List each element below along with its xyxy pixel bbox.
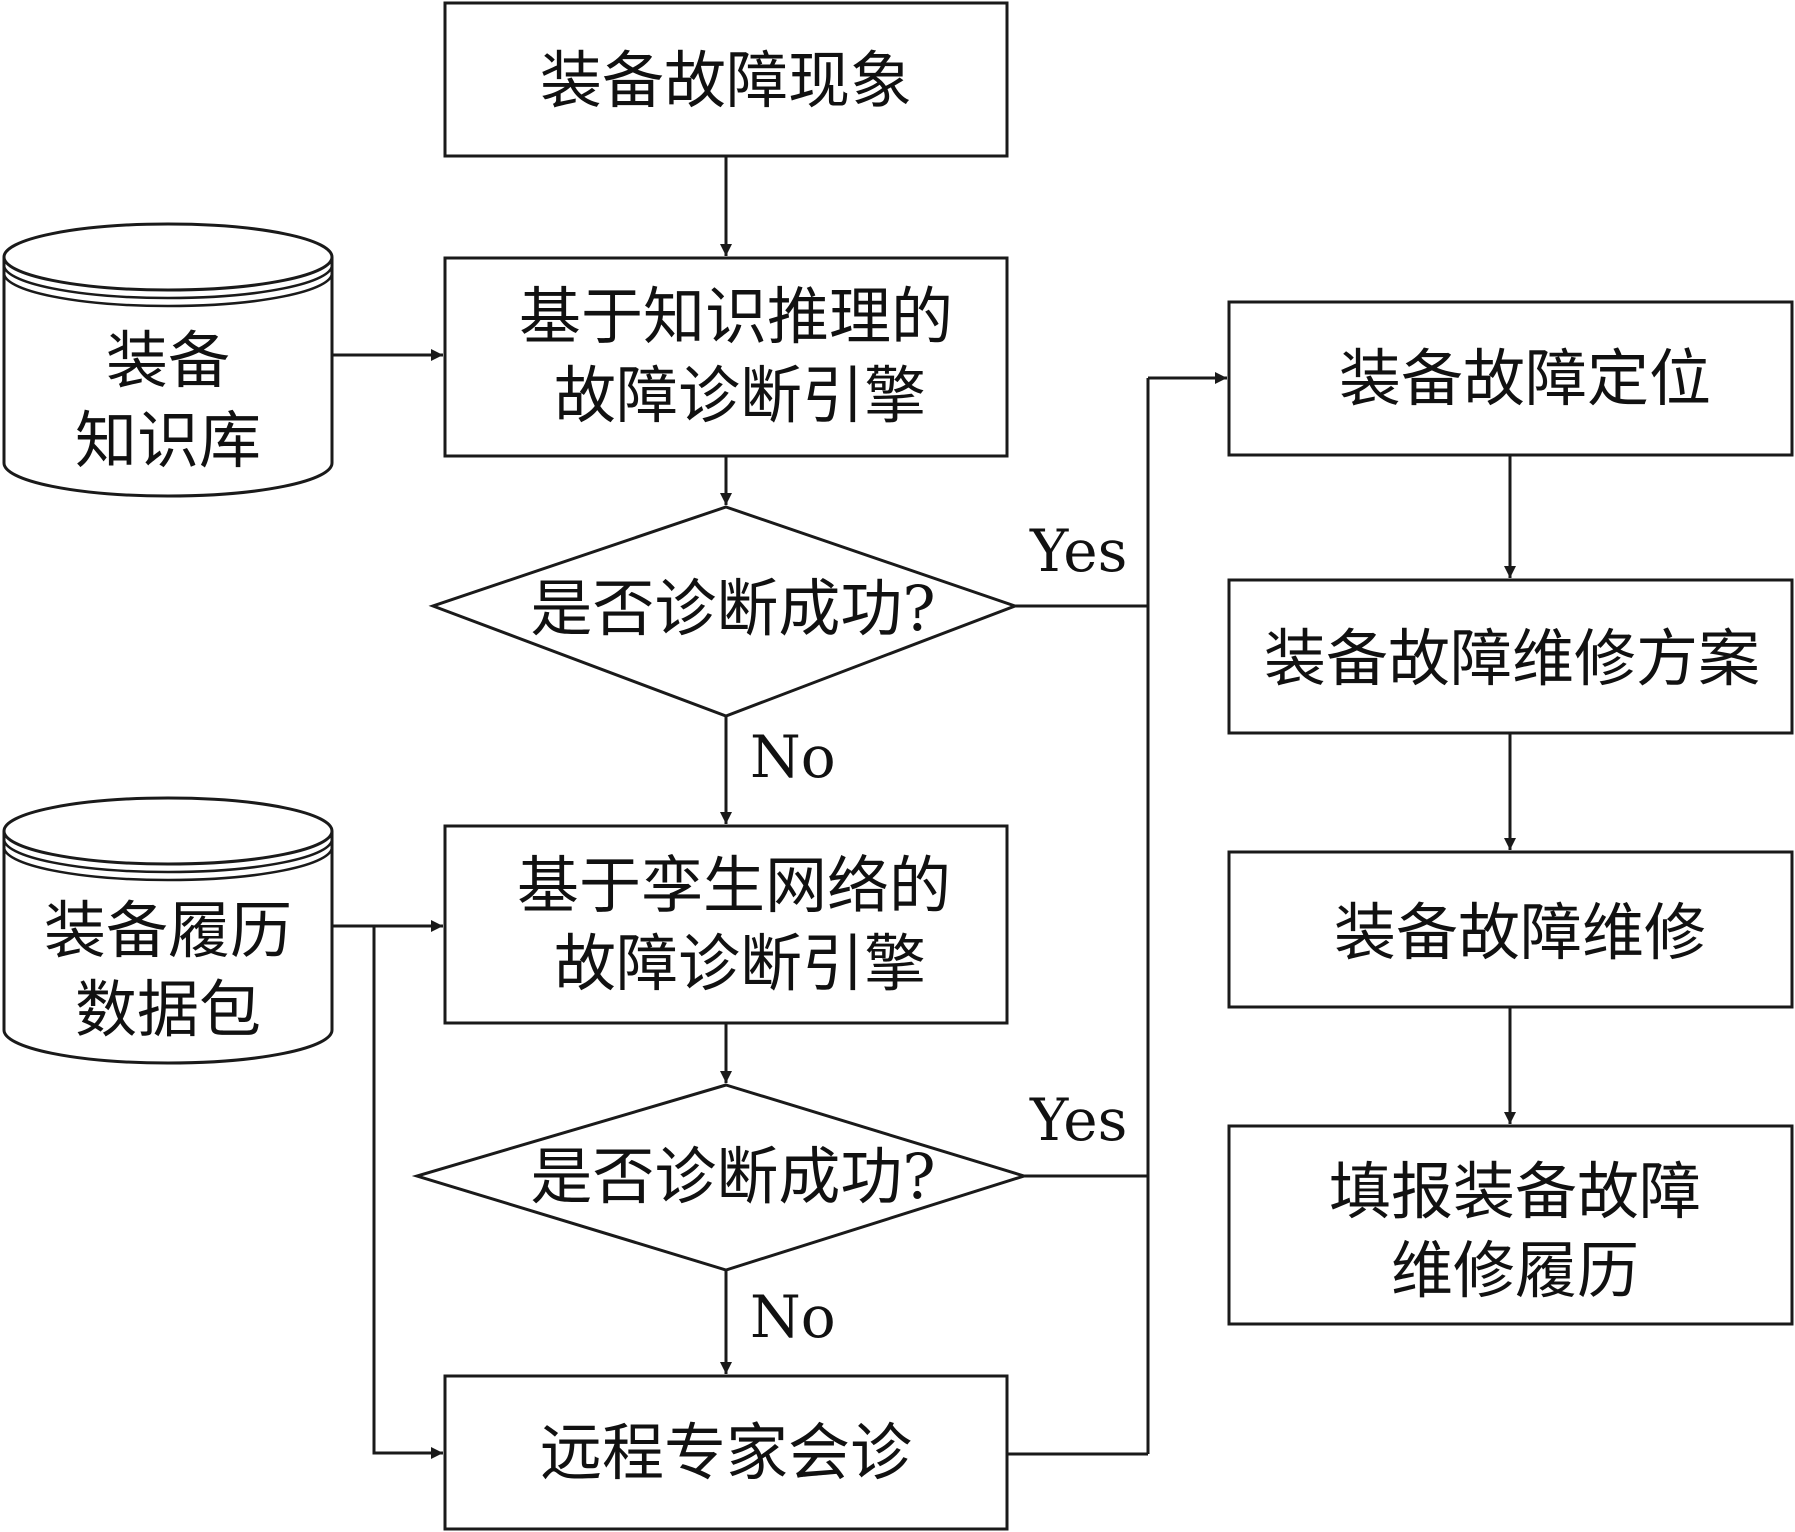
node-history-package: 装备履历 数据包 [2,796,334,1065]
node-decision-2-label: 是否诊断成功? [530,1140,935,1213]
node-knowledge-engine: 基于知识推理的 故障诊断引擎 [443,256,1009,458]
edge-history-to-remote [372,926,443,1459]
node-repair-plan-label: 装备故障维修方案 [1264,622,1760,695]
node-fill-history: 填报装备故障 维修履历 [1227,1124,1794,1326]
node-decision-2: 是否诊断成功? [411,1083,1030,1272]
node-fault-location: 装备故障定位 [1227,300,1794,457]
node-decision-1-label: 是否诊断成功? [530,572,935,645]
edge-label-yes-1: Yes [1029,517,1127,585]
node-fill-history-label-line1: 填报装备故障 [1329,1155,1701,1228]
node-fill-history-label-line2: 维修履历 [1391,1234,1639,1307]
node-remote-consultation-label: 远程专家会诊 [540,1416,912,1489]
edge-label-yes-2: Yes [1029,1086,1127,1154]
node-knowledge-base: 装备 知识库 [2,222,334,498]
node-remote-consultation: 远程专家会诊 [443,1374,1009,1531]
node-knowledge-engine-label-line2: 故障诊断引擎 [554,359,926,432]
node-history-package-label-line1: 装备履历 [44,894,292,967]
node-fault-phenomenon: 装备故障现象 [443,1,1009,158]
node-history-package-label-line2: 数据包 [75,973,261,1046]
edge-label-no-1: No [750,723,836,791]
node-repair-label: 装备故障维修 [1334,896,1706,969]
node-decision-1: 是否诊断成功? [428,505,1020,718]
node-fault-phenomenon-label: 装备故障现象 [540,44,912,117]
node-repair-plan: 装备故障维修方案 [1227,578,1794,735]
node-knowledge-base-label-line2: 知识库 [75,404,261,477]
node-knowledge-base-label-line1: 装备 [106,324,230,397]
node-twin-engine: 基于孪生网络的 故障诊断引擎 [443,824,1009,1025]
node-fault-location-label: 装备故障定位 [1339,342,1711,415]
edge-label-no-2: No [750,1283,836,1351]
node-twin-engine-label-line1: 基于孪生网络的 [517,849,951,922]
node-twin-engine-label-line2: 故障诊断引擎 [554,927,926,1000]
node-repair: 装备故障维修 [1227,850,1794,1009]
node-knowledge-engine-label-line1: 基于知识推理的 [519,280,953,353]
